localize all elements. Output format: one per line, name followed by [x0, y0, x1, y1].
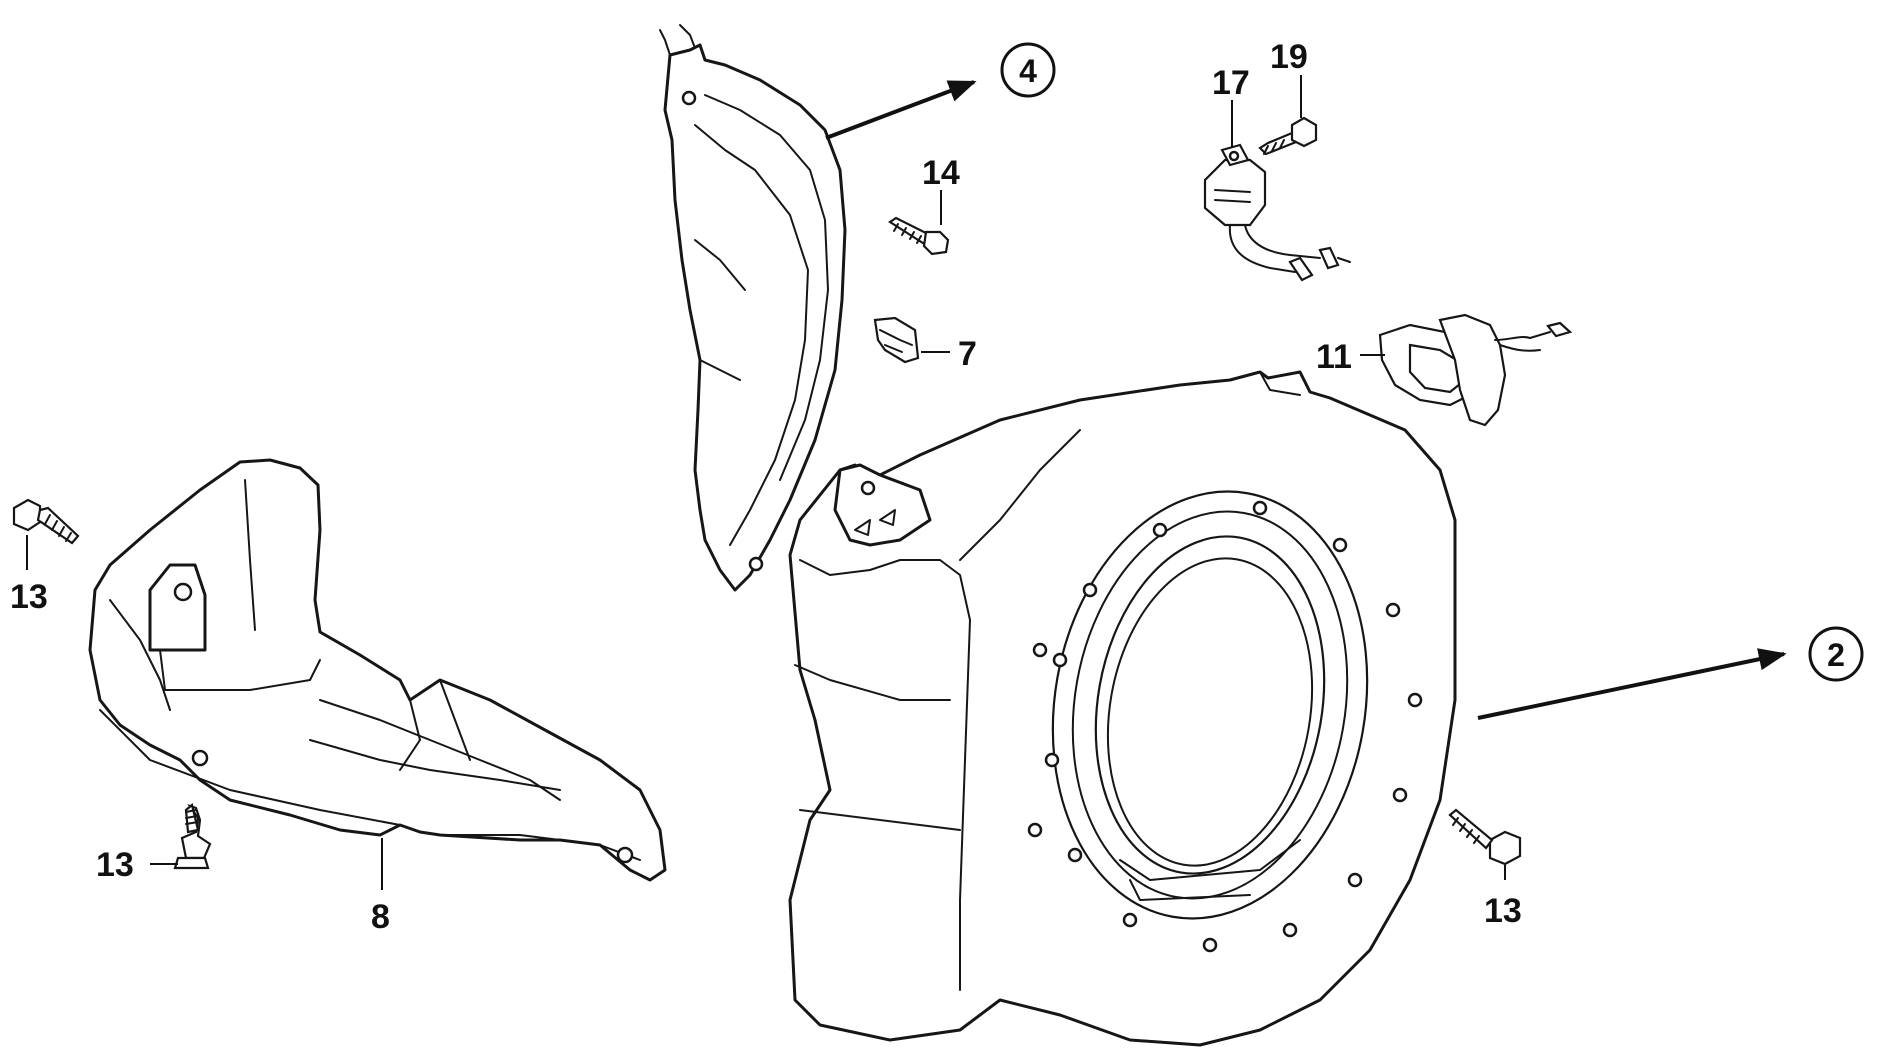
- callout-11: 11: [1316, 338, 1352, 376]
- ignition-unit-17: [1203, 143, 1351, 282]
- ref-circle-4: 4: [1000, 42, 1056, 98]
- bolt-14: [887, 216, 950, 256]
- shroud-bolt-holes: [1027, 500, 1423, 953]
- ref-4-label: 4: [1019, 53, 1037, 89]
- ref-2-label: 2: [1827, 637, 1845, 673]
- callout-17: 17: [1212, 64, 1250, 102]
- callout-14: 14: [922, 154, 960, 192]
- reference-arrows: [825, 80, 1787, 720]
- callout-7: 7: [958, 335, 977, 373]
- bolt-13-right: [1448, 808, 1522, 866]
- ref-circle-2: 2: [1808, 626, 1864, 682]
- callout-13-left-top: 13: [10, 578, 48, 616]
- upper-air-guide: [659, 24, 847, 592]
- bolt-19: [1258, 116, 1318, 156]
- callout-19: 19: [1270, 38, 1308, 76]
- callout-13-left-bottom: 13: [96, 846, 134, 884]
- fan-shroud: [788, 370, 1457, 1047]
- callout-13-right: 13: [1484, 892, 1522, 930]
- leader-lines: [26, 75, 1506, 890]
- clip-7: [873, 316, 920, 364]
- bolt-13-left-bottom: [173, 803, 212, 870]
- switch-11: [1378, 313, 1573, 427]
- bolt-13-left-top: [12, 498, 80, 545]
- callout-8: 8: [371, 898, 390, 936]
- lower-air-guide: [88, 458, 667, 882]
